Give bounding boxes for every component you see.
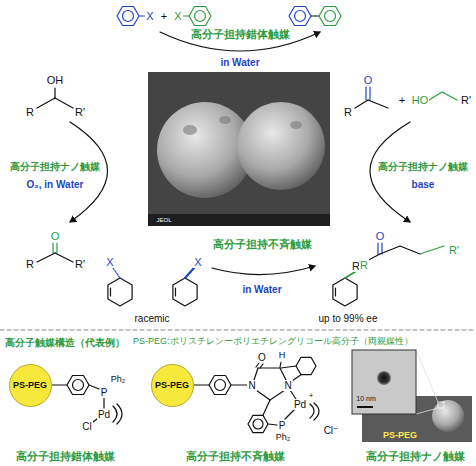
image-watermark: JEOL [155,217,172,224]
atom-label: O [363,74,374,86]
structure-caption: 高分子担持錯体触媒 [15,450,116,462]
atom-label: X [145,10,154,22]
bead-label: PS-PEG [155,380,189,390]
atom-label: R [25,106,35,118]
plus-sign: + [398,94,406,106]
atom-label: X [105,256,114,268]
structure-caption: 高分子担持不斉触媒 [185,450,286,462]
atom-label: R' [460,94,472,106]
atom-label: R' [74,258,86,270]
image-label: PS-PEG [382,431,418,441]
atom-label: Pd [97,409,111,420]
catalyst-name: 高分子担持錯体触媒 [190,28,291,40]
bead-label: PS-PEG [13,380,47,390]
atom-label: N [247,380,256,391]
polymer-bead: PS-PEG [151,364,194,407]
atom-label: X [193,256,202,268]
condition-text: in Water [219,57,260,68]
scale-label: 10 nm [355,395,376,403]
atom-label: Cl⁻ [323,425,340,436]
atom-label: R [343,106,353,118]
plus-sign: + [160,10,168,22]
section-heading: 高分子触媒構造（代表例） [4,337,126,348]
atom-label: N [283,380,292,391]
catalyst-name: 高分子担持ナノ触媒 [9,161,101,172]
atom-label: O [50,230,61,242]
atom-label: R [359,259,369,271]
polymer-bead: PS-PEG [9,364,52,407]
catalyst-name: 高分子担持不斉触媒 [212,238,313,250]
atom-label: Ph₂ [110,375,127,385]
note-text: up to 99% ee [318,313,379,324]
atom-label: P [100,387,109,398]
structure-caption: 高分子担持ナノ触媒 [365,450,466,462]
charge-sign: + [308,392,315,401]
atom-label: R' [74,106,86,118]
atom-label: P [278,420,287,431]
atom-label: H [278,351,287,361]
condition-text: base [411,179,436,190]
note-text: racemic [133,313,170,324]
atom-label: Ph₂ [275,433,292,443]
condition-text: O₂, in Water [26,179,85,190]
condition-text: in Water [241,284,282,295]
atom-label: Pd [293,399,307,410]
catalyst-name: 高分子担持ナノ触媒 [377,161,469,172]
section-note: PS-PEG:ポリスチレンーポリエチレングリコール高分子（両親媒性） [132,337,414,347]
atom-label: R [25,258,35,270]
atom-label: O [257,352,267,363]
atom-label: Cl [81,421,92,432]
atom-label: O [375,230,386,242]
atom-label: R' [448,244,460,256]
atom-label: X [173,10,182,22]
atom-label: HO [411,94,430,106]
atom-label: OH [46,74,65,86]
